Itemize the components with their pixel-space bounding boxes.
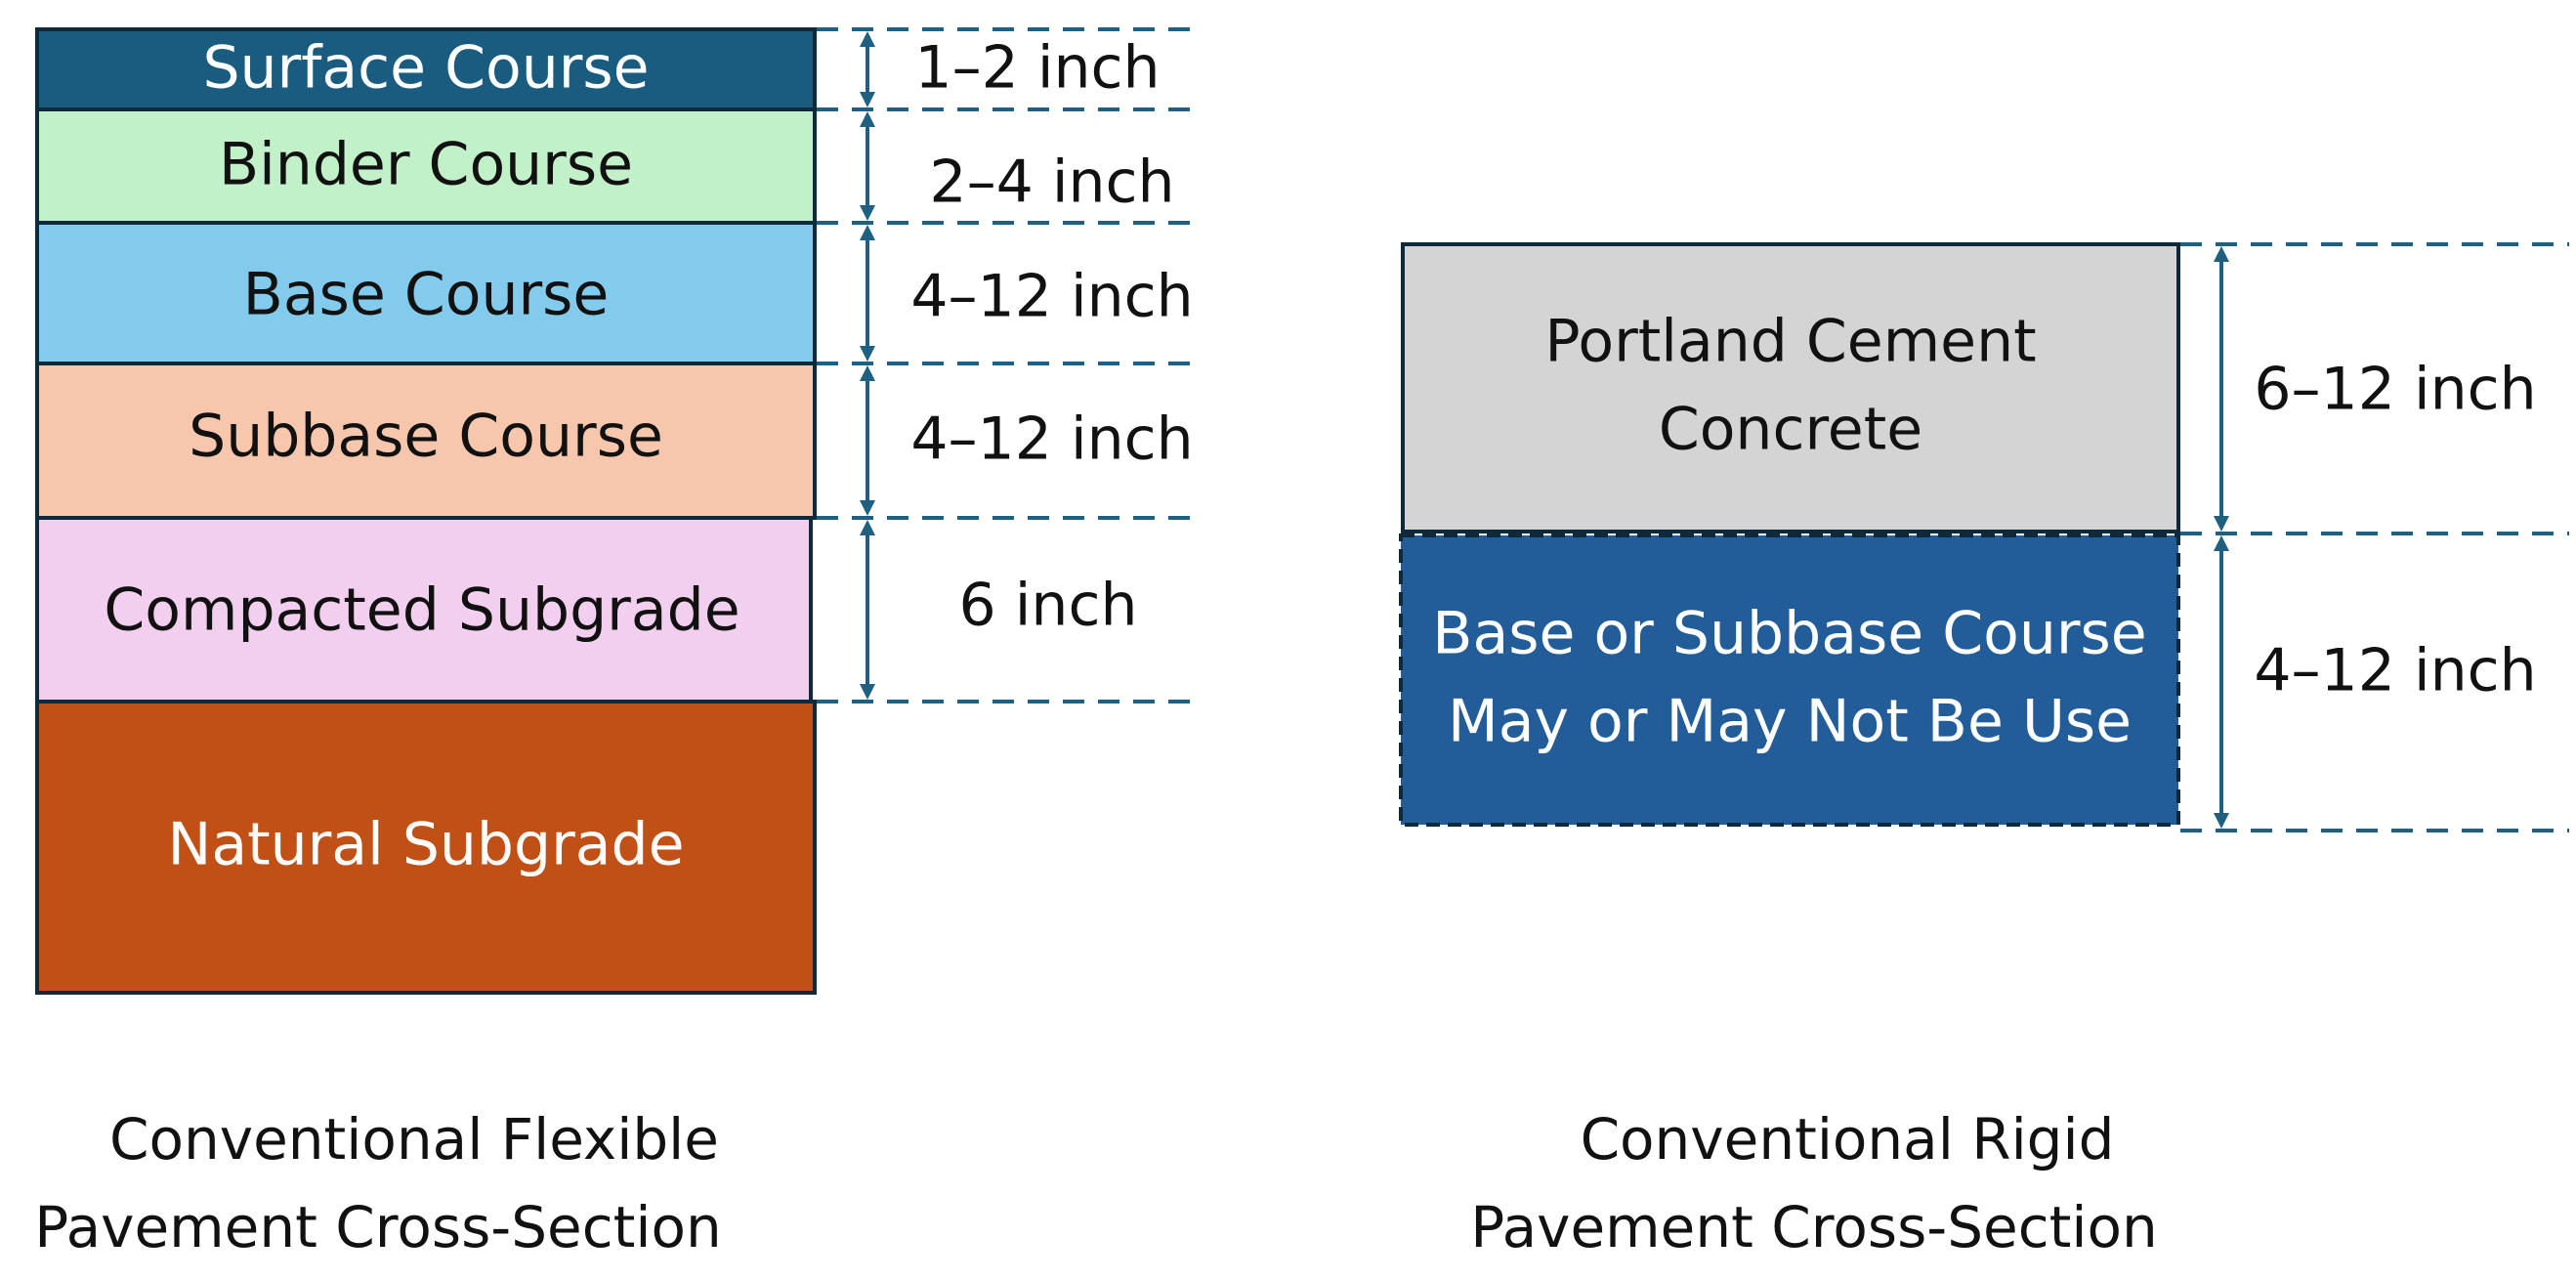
rigid-thickness-pcc: 6–12 inch — [2254, 356, 2536, 424]
flexible-layer-surface-box — [35, 27, 817, 111]
flexible-thickness-surface: 1–2 inch — [914, 34, 1160, 103]
flexible-layer-binder: Binder Course — [35, 107, 817, 225]
flexible-layer-compacted-subgrade-box — [35, 516, 813, 704]
rigid-guide-lines — [2180, 242, 2569, 832]
flexible-dimension-arrow-binder — [860, 111, 875, 221]
rigid-layer-pcc-label-line-1: Portland Cement — [1544, 308, 2036, 376]
flexible-layer-binder-label: Binder Course — [219, 131, 633, 199]
rigid-layer-portland-cement-concrete: Portland Cement Concrete — [1401, 242, 2180, 533]
flexible-thickness-labels: 1–2 inch 2–4 inch 4–12 inch 4–12 inch 6 … — [910, 34, 1193, 640]
rigid-caption-line-2: Pavement Cross-Section — [1470, 1194, 2157, 1260]
rigid-caption-line-1: Conventional Rigid — [1581, 1106, 2115, 1173]
flexible-dimension-arrow-subbase — [860, 365, 875, 516]
rigid-dimension-arrow-pcc — [2214, 246, 2229, 532]
flexible-layer-surface: Surface Course — [35, 27, 817, 111]
flexible-caption-line-2: Pavement Cross-Section — [34, 1194, 721, 1260]
flexible-caption-line-1: Conventional Flexible — [109, 1106, 719, 1173]
flexible-dimension-arrow-base — [860, 225, 875, 362]
flexible-layer-surface-label: Surface Course — [202, 34, 649, 103]
flexible-layer-binder-box — [35, 107, 817, 225]
flexible-dimension-arrow-compacted-subgrade — [860, 520, 875, 700]
flexible-thickness-compacted-subgrade: 6 inch — [959, 572, 1138, 640]
flexible-layer-compacted-subgrade: Compacted Subgrade — [35, 516, 813, 704]
flexible-layer-subbase-box — [35, 362, 817, 520]
flexible-dimension-arrow-surface — [860, 31, 875, 107]
flexible-layer-natural-subgrade-label: Natural Subgrade — [167, 811, 684, 879]
flexible-pavement-section: Surface Course Binder Course Base Course… — [34, 27, 1194, 1260]
rigid-dimension-arrows — [2214, 246, 2229, 829]
rigid-layer-base-or-subbase: Base or Subbase Course May or May Not Be… — [1399, 533, 2180, 827]
flexible-layer-base: Base Course — [35, 221, 817, 365]
flexible-layer-subbase: Subbase Course — [35, 362, 817, 520]
rigid-layer-base-label-line-1: Base or Subbase Course — [1432, 600, 2146, 668]
rigid-dimension-arrow-base — [2214, 535, 2229, 829]
rigid-layer-base-label-line-2: May or May Not Be Use — [1448, 688, 2132, 756]
flexible-layer-base-box — [35, 221, 817, 365]
flexible-caption: Conventional Flexible Pavement Cross-Sec… — [34, 1106, 721, 1260]
flexible-layer-natural-subgrade-box — [35, 700, 817, 995]
rigid-caption: Conventional Rigid Pavement Cross-Sectio… — [1470, 1106, 2157, 1260]
flexible-layer-base-label: Base Course — [243, 261, 610, 329]
rigid-layer-pcc-label-line-2: Concrete — [1659, 396, 1922, 464]
flexible-thickness-binder: 2–4 inch — [929, 149, 1174, 217]
rigid-layer-pcc-box — [1401, 242, 2180, 533]
flexible-layer-natural-subgrade: Natural Subgrade — [35, 700, 817, 995]
flexible-thickness-base: 4–12 inch — [910, 263, 1193, 331]
rigid-thickness-base: 4–12 inch — [2254, 637, 2536, 705]
flexible-layer-subbase-label: Subbase Course — [189, 403, 663, 471]
rigid-pavement-section: Portland Cement Concrete Base or Subbase… — [1399, 242, 2569, 1260]
flexible-guide-lines — [817, 27, 1194, 704]
flexible-layer-compacted-subgrade-label: Compacted Subgrade — [104, 576, 739, 645]
rigid-layer-base-box — [1399, 533, 2180, 827]
flexible-thickness-subbase: 4–12 inch — [910, 405, 1193, 474]
rigid-thickness-labels: 6–12 inch 4–12 inch — [2254, 356, 2536, 705]
flexible-dimension-arrows — [860, 31, 875, 700]
